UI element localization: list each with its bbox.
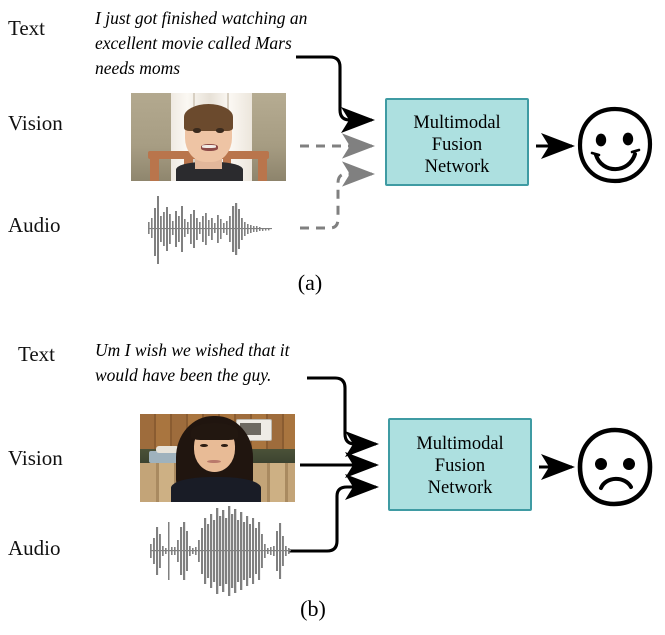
modality-label-audio-b: Audio <box>8 536 61 560</box>
vision-thumbnail-b <box>140 414 295 502</box>
transcript-b: Um I wish we wished that it would have b… <box>95 340 290 385</box>
modality-label-vision-b: Vision <box>8 446 63 470</box>
panel-b: Text Vision Audio Um I wish we wished th… <box>0 320 665 635</box>
panel-a: Text Vision Audio I just got finished wa… <box>0 0 665 310</box>
modality-label-text-b: Text <box>18 342 56 366</box>
modality-label-vision-a: Vision <box>8 111 63 135</box>
transcript-a: I just got finished watching an excellen… <box>95 8 308 78</box>
vision-thumbnail-a <box>131 93 286 181</box>
modality-label-text-a: Text <box>8 16 46 40</box>
modality-label-audio-a: Audio <box>8 213 61 237</box>
